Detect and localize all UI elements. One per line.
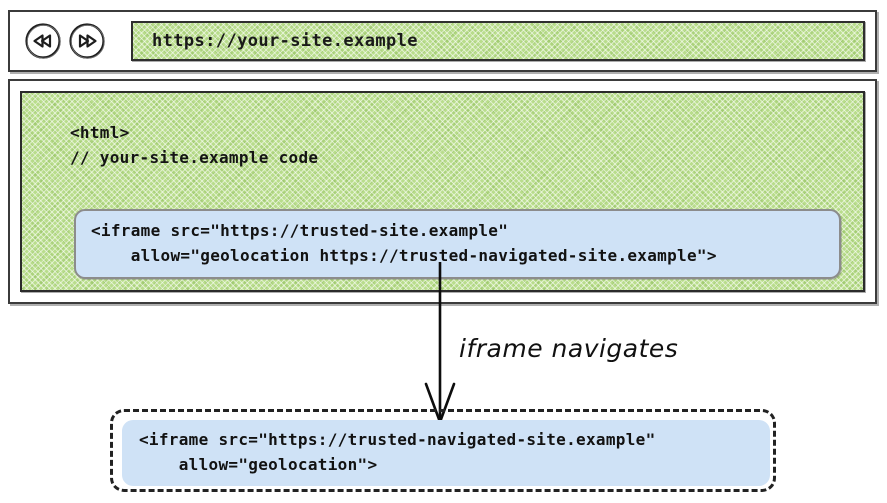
- url-bar[interactable]: https://your-site.example: [131, 21, 865, 61]
- page-source-code: <html> // your-site.example code: [70, 121, 318, 171]
- arrow-label: iframe navigates: [459, 334, 679, 363]
- browser-viewport: <html> // your-site.example code <iframe…: [8, 79, 877, 304]
- navigation-buttons: [22, 20, 108, 62]
- embedded-iframe-line-1: <iframe src="https://trusted-site.exampl…: [91, 221, 509, 241]
- navigated-iframe-line-2: allow="geolocation">: [139, 455, 378, 474]
- embedded-iframe-code: <iframe src="https://trusted-site.exampl…: [91, 219, 717, 269]
- embedded-iframe-line-2: allow="geolocation https://trusted-navig…: [91, 246, 717, 265]
- url-text: https://your-site.example: [152, 31, 418, 51]
- navigated-iframe-box: <iframe src="https://trusted-navigated-s…: [122, 420, 770, 486]
- code-line-html: <html>: [70, 123, 130, 142]
- page-document: <html> // your-site.example code <iframe…: [20, 91, 865, 292]
- fast-forward-icon[interactable]: [66, 20, 108, 62]
- embedded-iframe-box: <iframe src="https://trusted-site.exampl…: [74, 209, 841, 279]
- navigated-iframe-line-1: <iframe src="https://trusted-navigated-s…: [139, 430, 656, 450]
- rewind-icon[interactable]: [22, 20, 64, 62]
- navigated-iframe-code: <iframe src="https://trusted-navigated-s…: [139, 428, 656, 478]
- code-line-comment: // your-site.example code: [70, 147, 319, 167]
- browser-chrome: https://your-site.example: [8, 10, 877, 72]
- navigated-iframe-outline: <iframe src="https://trusted-navigated-s…: [110, 409, 776, 492]
